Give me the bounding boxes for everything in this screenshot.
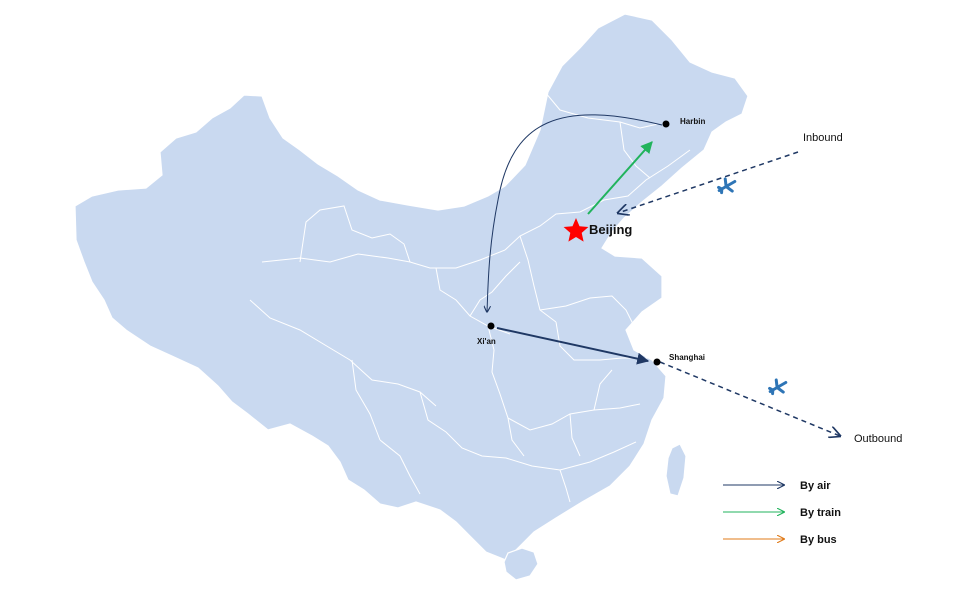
legend-label-air: By air <box>800 480 831 492</box>
train-route-beijing-harbin <box>587 141 653 215</box>
legend-label-train: By train <box>800 507 841 519</box>
inbound-label: Inbound <box>803 132 843 144</box>
legend-item-train: By train <box>723 507 841 519</box>
city-harbin: Harbin <box>662 117 705 128</box>
legend-item-bus: By bus <box>723 534 837 546</box>
province-borders <box>249 91 691 503</box>
taiwan-island <box>665 443 687 497</box>
city-label-shanghai: Shanghai <box>669 353 705 362</box>
star-icon <box>563 218 589 242</box>
inbound-flight-route <box>618 151 799 213</box>
china-landmass <box>74 13 749 581</box>
legend: By air By train By bus <box>723 480 841 546</box>
city-label-beijing: Beijing <box>589 222 632 237</box>
airplane-icon <box>768 378 788 396</box>
mainland-shape <box>74 13 749 561</box>
outbound-label: Outbound <box>854 433 902 445</box>
city-dot <box>653 358 661 366</box>
hainan-island <box>503 547 539 581</box>
routes <box>487 114 840 436</box>
outbound-flight-route <box>659 361 840 436</box>
legend-item-air: By air <box>723 480 831 492</box>
city-dot <box>487 322 495 330</box>
city-dot <box>662 120 670 128</box>
air-route-xian-shanghai <box>496 327 650 365</box>
air-route-harbin-xian <box>487 114 663 312</box>
city-beijing: Beijing <box>563 218 632 242</box>
city-xian: Xi'an <box>477 322 496 346</box>
airplane-icon <box>717 177 737 195</box>
city-label-xian: Xi'an <box>477 337 496 346</box>
city-shanghai: Shanghai <box>653 353 705 366</box>
legend-label-bus: By bus <box>800 534 837 546</box>
city-label-harbin: Harbin <box>680 117 705 126</box>
